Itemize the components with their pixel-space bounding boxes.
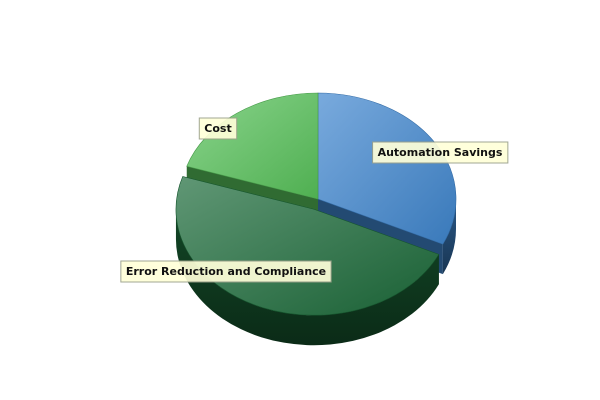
- pie-label-box-automation-savings: [372, 141, 509, 164]
- pie-label-box-cost: [198, 117, 238, 140]
- pie-label-box-error-reduction-and-compliance: [120, 260, 332, 283]
- pie-label-cost: Cost: [198, 117, 238, 140]
- pie-label-automation-savings: Automation Savings: [372, 141, 509, 164]
- pie-label-text-cost: Cost: [204, 122, 231, 135]
- pie-label-text-error-reduction-and-compliance: Error Reduction and Compliance: [126, 265, 326, 278]
- pie-slice-cost[interactable]: [186, 92, 319, 200]
- pie-label-text-automation-savings: Automation Savings: [378, 146, 503, 159]
- pie-slice-rim-error-reduction-and-compliance: [175, 209, 439, 346]
- pie-slice-rim-automation-savings: [442, 199, 457, 275]
- pie-label-error-reduction-and-compliance: Error Reduction and Compliance: [120, 260, 332, 283]
